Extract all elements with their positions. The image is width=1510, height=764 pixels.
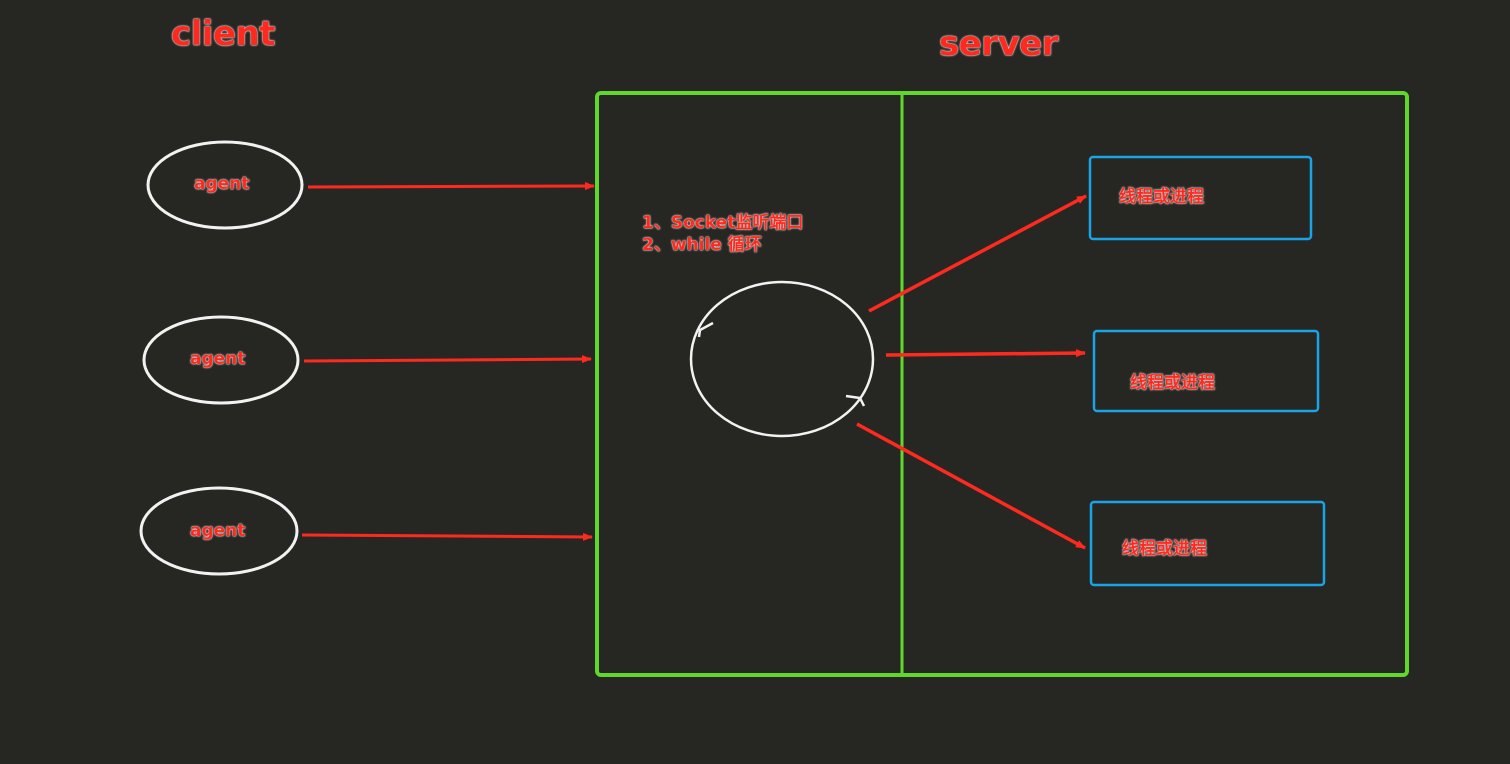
worker-label-3: 线程或进程 xyxy=(1122,539,1207,559)
step-socket-listen: 1、Socket监听端口 xyxy=(642,213,804,233)
agent-label-2: agent xyxy=(190,349,246,369)
client-title: client xyxy=(171,14,275,54)
loop-arrow-tip-right xyxy=(845,394,866,407)
agent-node-1 xyxy=(146,140,304,230)
worker-box-1 xyxy=(1088,155,1313,241)
dispatch-arrow-2 xyxy=(885,349,1086,358)
agent-label-1: agent xyxy=(194,174,250,194)
agent-arrow-1 xyxy=(307,182,595,191)
dispatch-arrow-3 xyxy=(856,422,1086,550)
worker-label-2: 线程或进程 xyxy=(1130,373,1215,393)
while-loop-circle xyxy=(689,280,875,438)
agent-label-3: agent xyxy=(190,521,246,541)
agent-arrow-3 xyxy=(301,532,593,541)
worker-label-1: 线程或进程 xyxy=(1119,187,1204,207)
agent-arrow-2 xyxy=(303,355,592,364)
agent-node-2 xyxy=(142,315,300,405)
server-container xyxy=(595,91,1409,677)
step-while-loop: 2、while 循环 xyxy=(642,235,762,255)
server-title: server xyxy=(939,24,1059,64)
dispatch-arrow-1 xyxy=(868,194,1087,313)
loop-arrow-tip-left xyxy=(697,321,714,338)
worker-box-2 xyxy=(1092,329,1320,413)
agent-node-3 xyxy=(139,486,299,576)
worker-box-3 xyxy=(1089,500,1326,587)
